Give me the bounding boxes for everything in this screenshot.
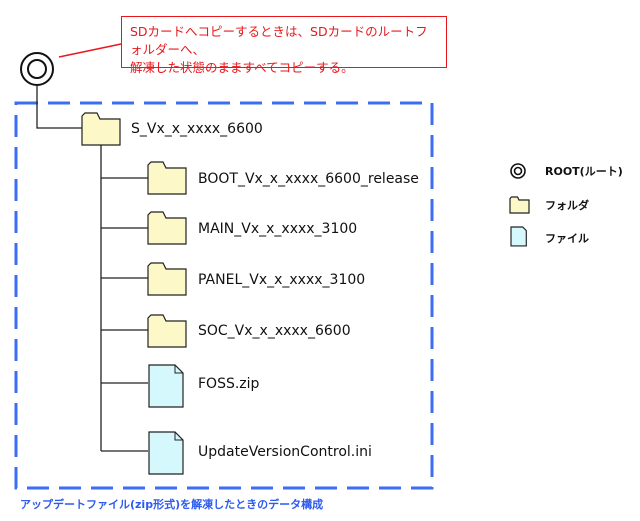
- tree-item-label: PANEL_Vx_x_xxxx_3100: [198, 272, 366, 288]
- tree-item-label: SOC_Vx_x_xxxx_6600: [198, 323, 351, 339]
- folder-icon: [147, 211, 187, 245]
- tree-item-label: UpdateVersionControl.ini: [198, 444, 372, 460]
- legend-file-label: ファイル: [545, 232, 589, 245]
- diagram-caption: アップデートファイル(zip形式)を解凍したときのデータ構成: [20, 498, 324, 511]
- legend-file-icon: [510, 226, 527, 247]
- file-icon: [148, 364, 184, 408]
- tree-item-label: MAIN_Vx_x_xxxx_3100: [198, 221, 358, 237]
- callout-line-2: 解凍した状態のまますべてコピーする。: [130, 60, 354, 75]
- tree-connectors: [36, 85, 148, 452]
- legend-root-icon: [510, 163, 526, 179]
- legend-folder-label: フォルダ: [545, 199, 589, 212]
- callout-pointer: [58, 43, 122, 58]
- dashed-frame: [14, 101, 434, 490]
- tree-item-label: FOSS.zip: [198, 376, 260, 392]
- legend-root-label: ROOT(ルート): [545, 165, 623, 178]
- file-icon: [148, 431, 184, 475]
- folder-icon: [147, 314, 187, 348]
- legend-folder-icon: [509, 196, 530, 214]
- root-icon: [20, 52, 54, 86]
- tree-item-label: BOOT_Vx_x_xxxx_6600_release: [198, 171, 419, 187]
- folder-icon: [147, 262, 187, 296]
- callout-note: SDカードへコピーするときは、SDカードのルートフォルダーへ、 解凍した状態のま…: [121, 16, 447, 75]
- folder-icon: [81, 112, 121, 146]
- root-folder-label: S_Vx_x_xxxx_6600: [131, 121, 263, 137]
- callout-line-1: SDカードへコピーするときは、SDカードのルートフォルダーへ、: [130, 24, 428, 57]
- folder-icon: [147, 161, 187, 195]
